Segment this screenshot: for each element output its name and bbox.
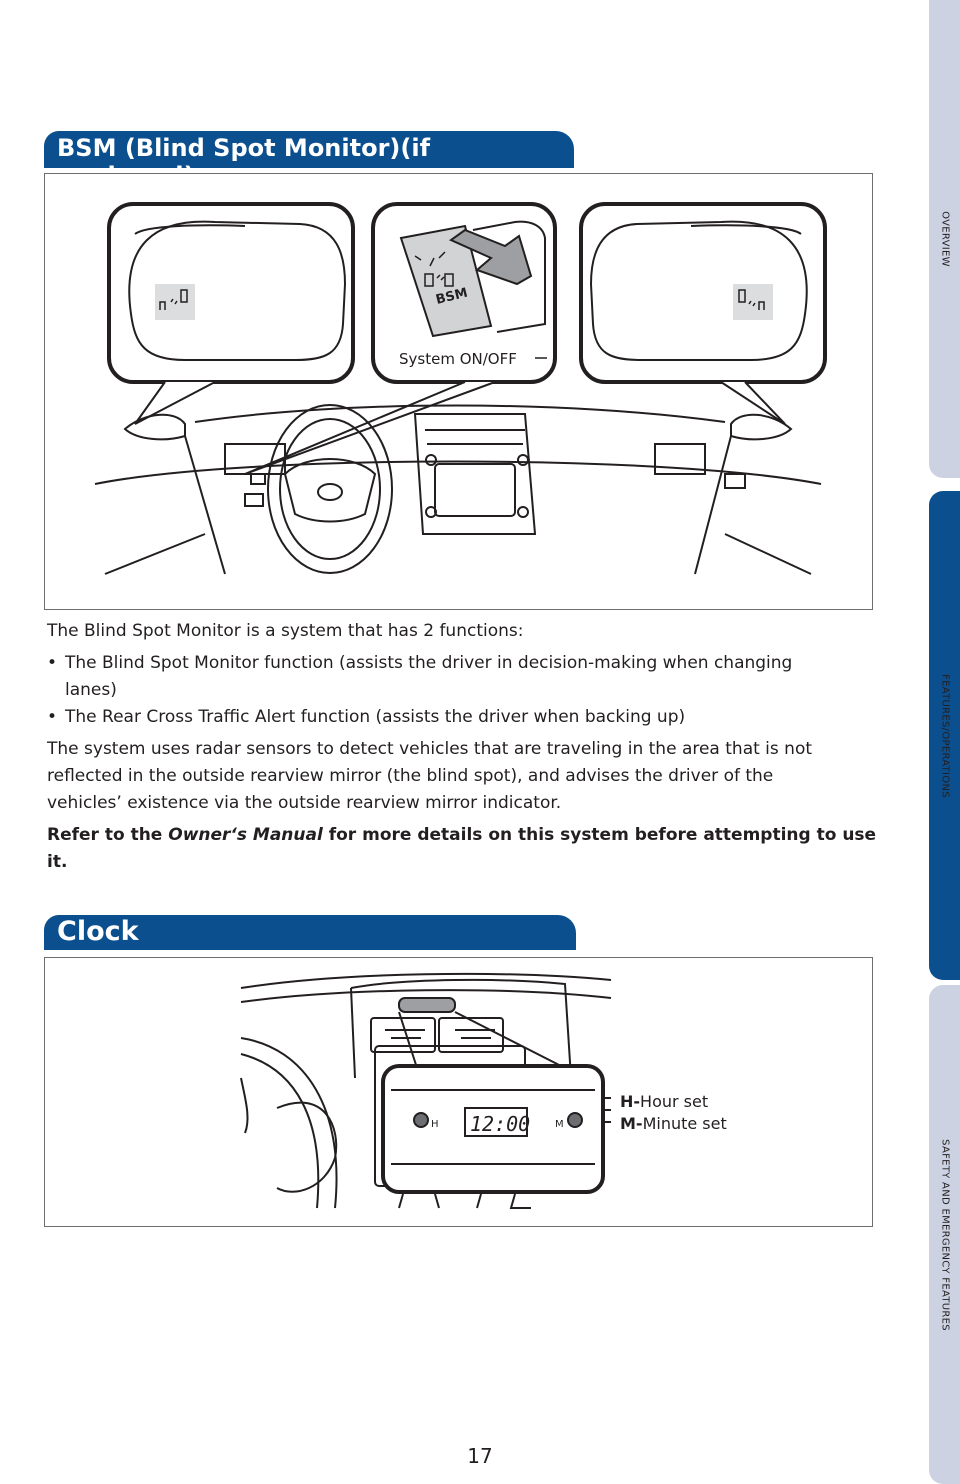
clock-button-m: M	[555, 1119, 564, 1130]
clock-buttons-legend: H-Hour set M-Minute set	[620, 1091, 727, 1135]
clock-button-h: H	[431, 1119, 439, 1130]
clock-illustration: H M 12:00	[44, 957, 873, 1227]
tab-safety-label: SAFETY AND EMERGENCY FEATURES	[939, 1138, 950, 1331]
hour-set-label: H-Hour set	[620, 1091, 727, 1113]
tab-features-operations[interactable]: FEATURES/OPERATIONS	[929, 491, 960, 980]
hour-desc: Hour set	[640, 1092, 709, 1111]
tab-overview[interactable]: OVERVIEW	[929, 0, 960, 478]
owners-manual-ref: Owner‘s Manual	[168, 825, 323, 845]
minute-set-label: M-Minute set	[620, 1113, 727, 1135]
tab-overview-label: OVERVIEW	[939, 211, 950, 267]
dashboard-mirrors-drawing: BSM	[94, 202, 827, 575]
hour-key: H-	[620, 1092, 641, 1111]
bsm-description: The Blind Spot Monitor is a system that …	[47, 618, 877, 876]
note-prefix: Refer to the	[47, 825, 169, 845]
bsm-system-description: The system uses radar sensors to detect …	[47, 739, 813, 813]
clock-panel-drawing: H M 12:00	[240, 972, 612, 1209]
minute-desc: Minute set	[642, 1114, 727, 1133]
page-number: 17	[467, 1444, 493, 1468]
tab-features-label: FEATURES/OPERATIONS	[939, 673, 950, 798]
bsm-illustration: BSM	[44, 173, 873, 610]
minute-key: M-	[620, 1114, 643, 1133]
system-on-off-label: System ON/OFF	[399, 350, 517, 368]
bsm-note: Refer to the Owner‘s Manual for more det…	[47, 822, 877, 876]
bsm-bullet-2: The Rear Cross Traffic Alert function (a…	[47, 704, 877, 731]
bsm-section-title: BSM (Blind Spot Monitor)(if equipped)	[44, 131, 574, 190]
bsm-bullet-1: The Blind Spot Monitor function (assists…	[47, 650, 825, 704]
note-suffix: for more details on this system before a…	[47, 825, 877, 872]
bsm-intro: The Blind Spot Monitor is a system that …	[47, 621, 524, 641]
clock-display-time: 12:00	[470, 1112, 530, 1136]
clock-section-title: Clock	[44, 915, 576, 950]
tab-safety-emergency[interactable]: SAFETY AND EMERGENCY FEATURES	[929, 985, 960, 1484]
